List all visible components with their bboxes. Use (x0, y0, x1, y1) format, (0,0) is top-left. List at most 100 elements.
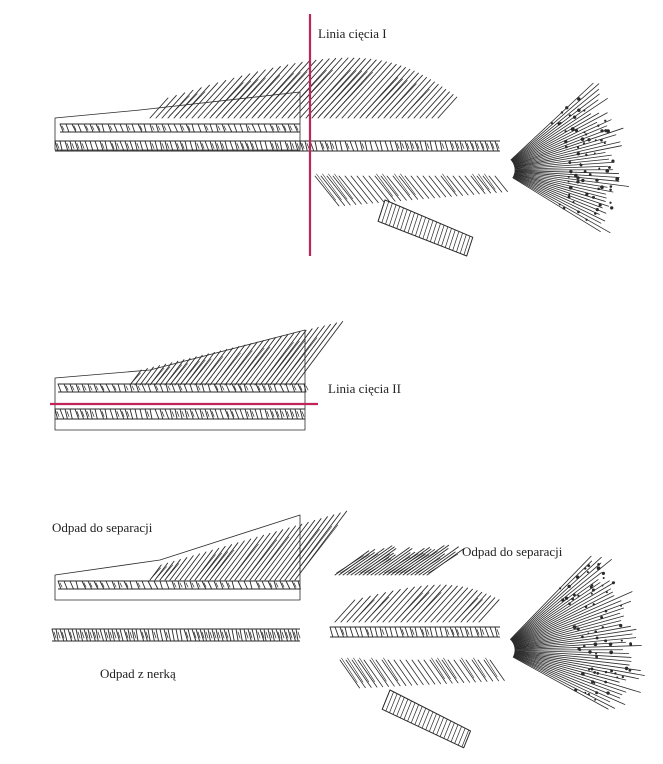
vertebra-mark (258, 632, 260, 638)
vertebra-mark (112, 581, 115, 589)
tail-fin-speckle (581, 636, 584, 639)
tail-fin-speckle (594, 212, 597, 215)
vertebra-mark (258, 124, 261, 132)
vertebra-mark (106, 581, 110, 589)
vertebra-mark (252, 124, 256, 132)
tail-fin-speckle (573, 593, 576, 596)
rib-ray (473, 598, 495, 622)
tail-fin-speckle (609, 202, 611, 204)
vertebra-mark (85, 409, 88, 419)
anal-fin-ray (408, 703, 415, 722)
vertebra-mark (145, 409, 148, 419)
vertebra-mark (154, 581, 158, 589)
vertebra-mark (112, 629, 114, 641)
vertebra-mark (138, 386, 140, 390)
rib-ray (329, 174, 348, 199)
rib-ray (250, 335, 288, 385)
separation-waste-label-right: Odpad do separacji (462, 544, 562, 560)
vertebra-mark (192, 583, 194, 587)
rib-ray (377, 588, 407, 622)
rib-ray (225, 537, 257, 580)
tail-fin-speckle (596, 637, 599, 640)
rib-ray (484, 660, 499, 681)
vertebra-mark (244, 629, 246, 641)
anal-fin-ray (412, 214, 419, 234)
tail-fin-speckle (581, 672, 585, 676)
vertebra-mark (80, 141, 83, 151)
vertebra-mark (470, 627, 472, 637)
vertebra-mark (164, 126, 166, 130)
vertebra-mark (298, 632, 300, 638)
vertebra-mark (425, 627, 427, 637)
tail-fin-speckle (591, 593, 593, 595)
vertebra-mark (108, 124, 111, 132)
tail-fin-speckle (583, 645, 586, 648)
vertebra-mark (55, 141, 58, 151)
tail-fin-speckle (568, 602, 571, 605)
rib-ray (202, 553, 222, 578)
anal-fin-ray (415, 706, 422, 724)
tail-fin-speckle (609, 651, 613, 655)
vertebra-mark (95, 409, 97, 419)
vertebra-mark (475, 141, 478, 151)
tail-fin-speckle (584, 170, 587, 173)
vertebra-mark (380, 141, 382, 151)
vertebra-mark (306, 386, 308, 390)
vertebra-mark (220, 581, 223, 589)
tail-fin-ray (514, 656, 625, 704)
vertebra-mark (295, 141, 298, 151)
rib-ray (354, 658, 369, 682)
vertebra-mark (190, 581, 192, 589)
rib-ray (479, 600, 499, 622)
vertebra-mark (340, 141, 342, 151)
vertebra-mark (204, 629, 206, 641)
vertebra-mark (345, 141, 348, 151)
tail-fin-speckle (569, 186, 573, 190)
tail-fin-speckle (577, 152, 580, 155)
vertebra-mark (208, 581, 212, 589)
rib-ray (266, 72, 308, 116)
vertebra-mark (435, 141, 437, 151)
vertebra-mark (135, 409, 137, 419)
tail-fin-speckle (561, 598, 564, 601)
tail-fin-speckle (611, 160, 614, 163)
vertebra-mark (172, 629, 174, 641)
tail-fin-speckle (606, 591, 608, 593)
rib-ray (431, 587, 463, 622)
rib-ray (152, 568, 161, 578)
tail-fin-speckle (591, 584, 593, 586)
vertebra-mark (208, 629, 210, 641)
vertebra-mark (102, 124, 104, 132)
vertebra-mark (168, 629, 171, 641)
vertebra-mark (108, 629, 111, 641)
vertebra-mark (170, 141, 173, 151)
rib-ray (466, 660, 481, 682)
anal-fin-ray (404, 701, 412, 720)
tail-fin-speckle (595, 691, 598, 694)
vertebra-mark (294, 386, 296, 390)
vertebra-mark (276, 583, 278, 587)
vertebra-mark (375, 627, 377, 637)
vertebra-mark (362, 144, 364, 149)
vertebra-mark (155, 141, 158, 151)
vertebra-mark (410, 627, 413, 637)
tail-fin-speckle (567, 180, 569, 182)
vertebra-mark (427, 630, 429, 635)
rib-ray (459, 176, 474, 194)
tail-fin-speckle (616, 676, 618, 678)
vertebra-mark (118, 581, 120, 589)
tail-fin-speckle (574, 688, 577, 691)
tail-fin-speckle (600, 616, 603, 619)
vertebra-mark (165, 409, 169, 419)
vertebra-mark (390, 627, 392, 637)
vertebra-mark (132, 124, 135, 132)
vertebra-mark (427, 144, 429, 149)
vertebra-mark (250, 581, 252, 589)
rib-ray (495, 176, 507, 192)
vertebra-mark (150, 409, 152, 419)
anal-fin-ray (397, 208, 404, 229)
tail-fin-speckle (610, 669, 613, 672)
vertebra-mark (305, 141, 307, 151)
vertebra-mark (220, 141, 223, 151)
